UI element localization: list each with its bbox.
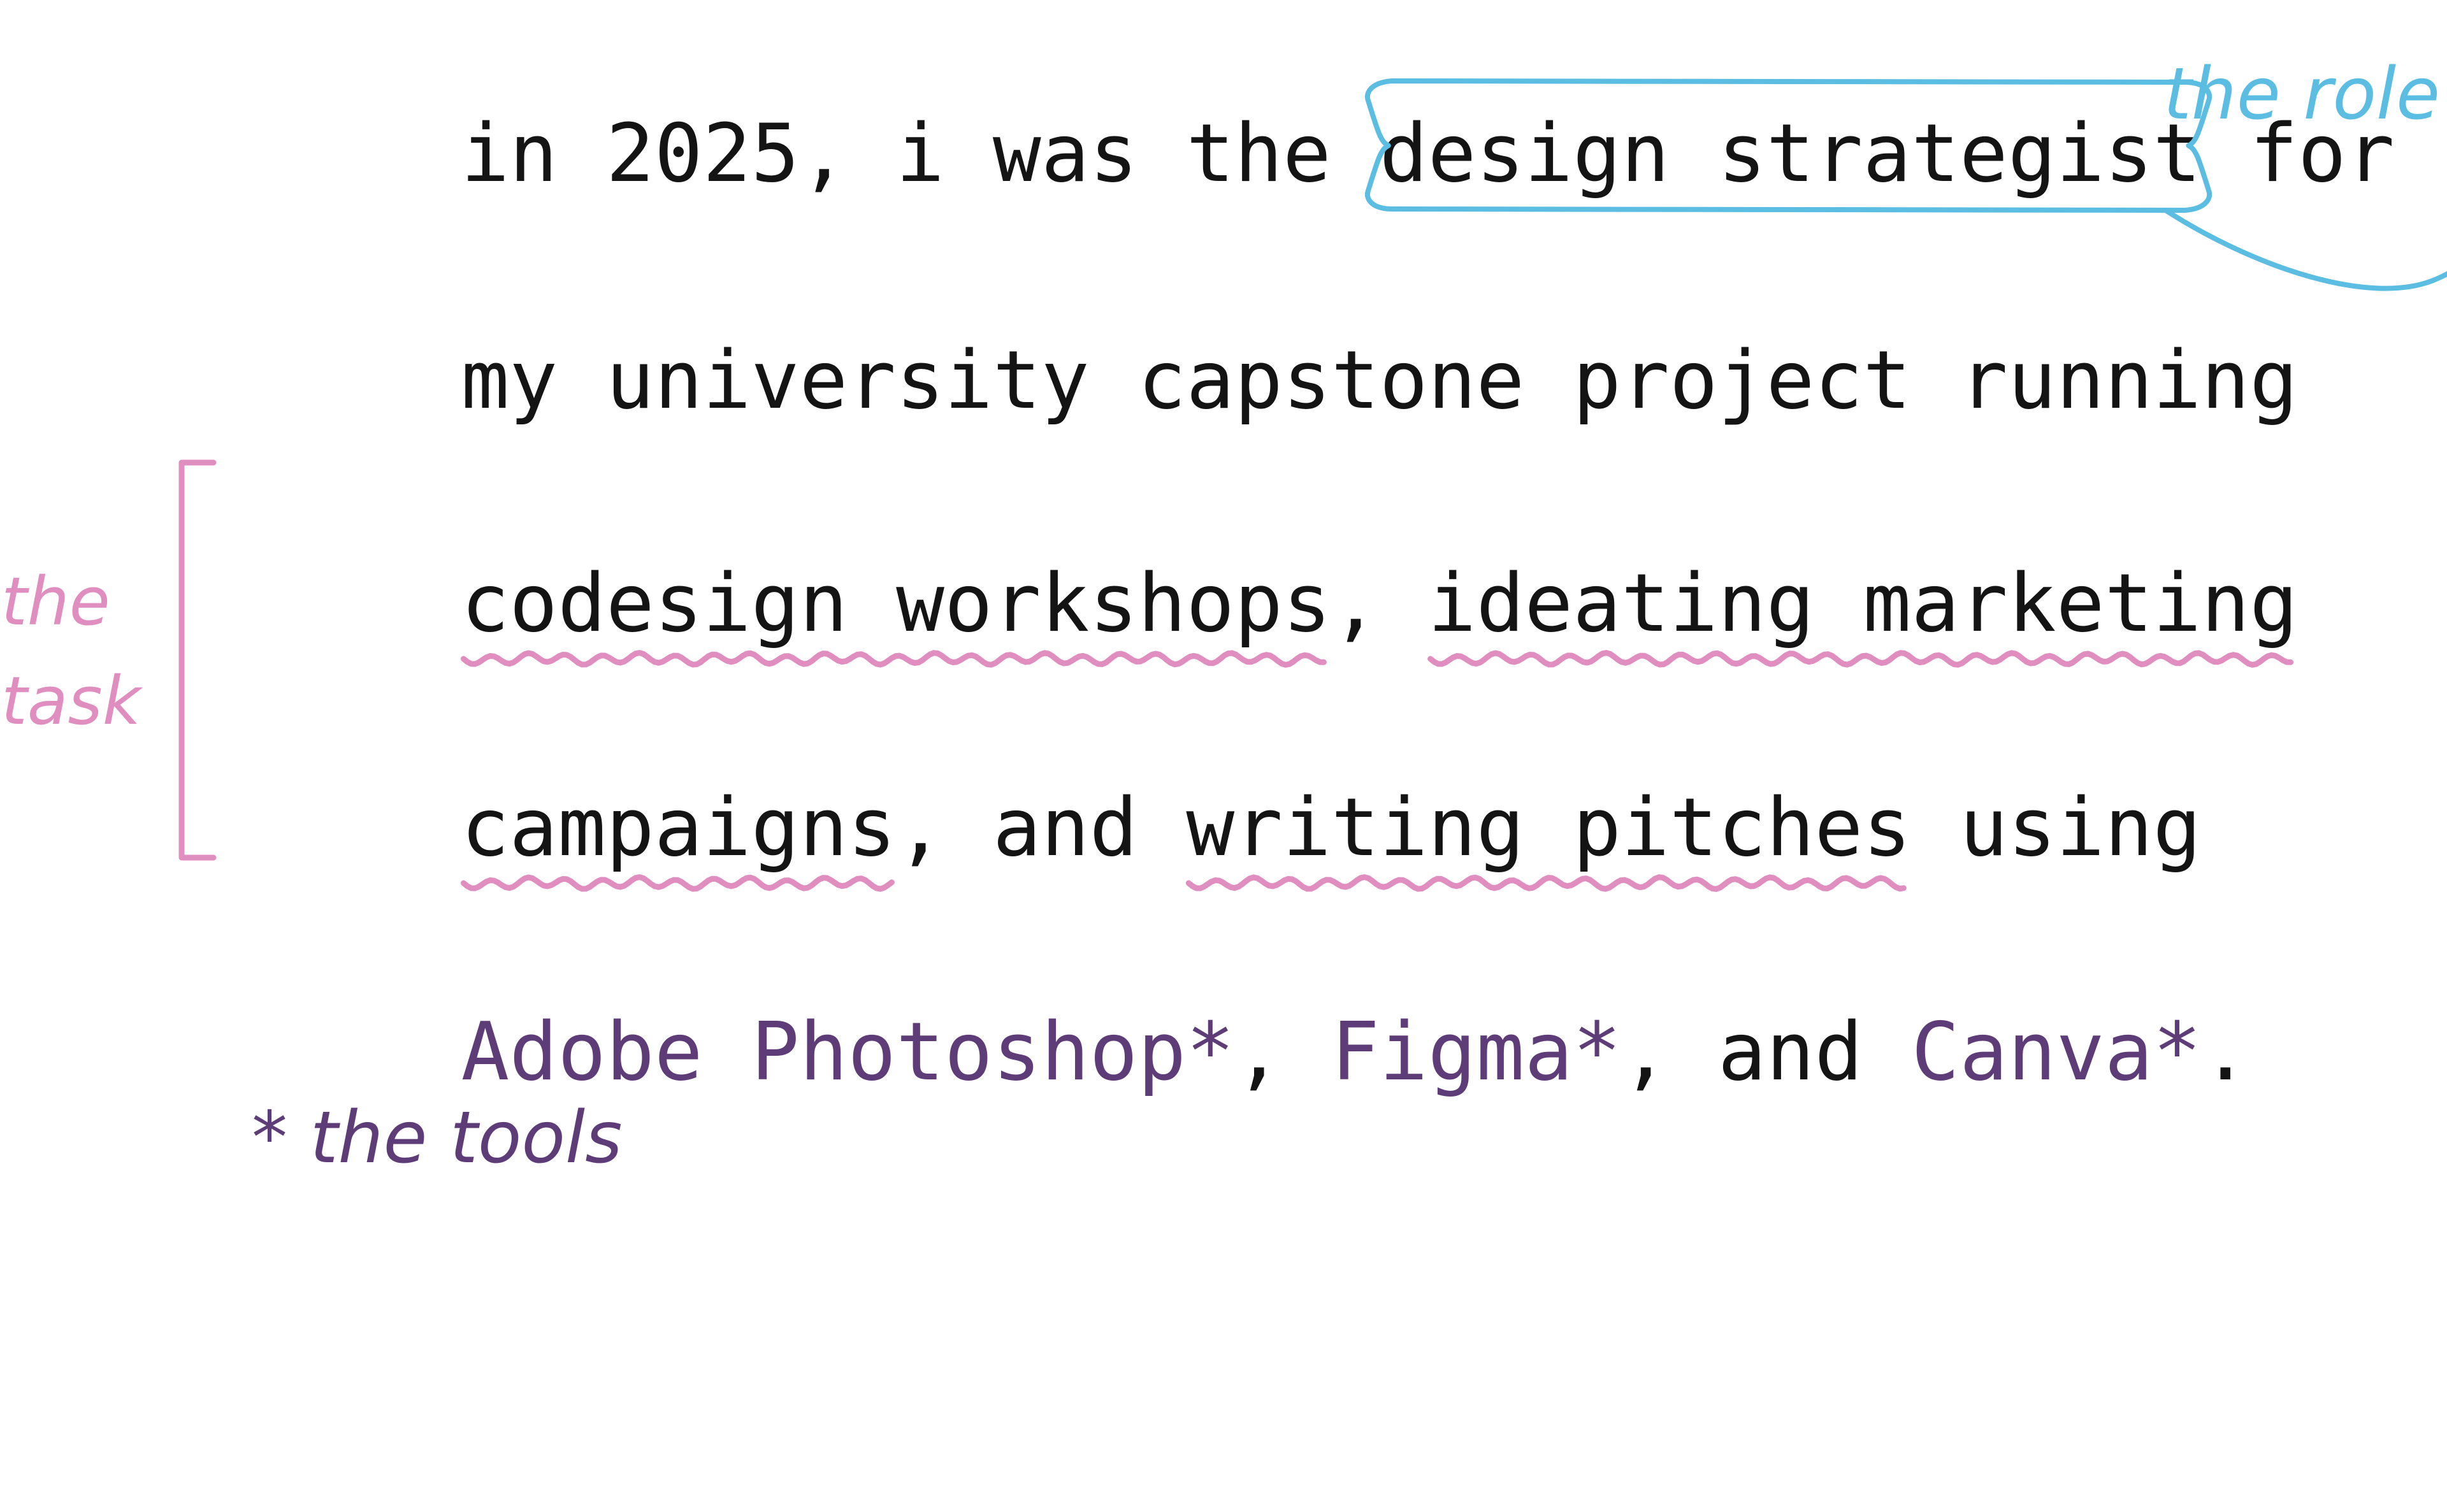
paragraph-line-1: in 2025, i was the design strategist for xyxy=(268,33,2395,274)
line5-comma-1: , xyxy=(1234,1005,1331,1098)
task-phrase-codesign-workshops: codesign workshops xyxy=(461,556,1331,650)
role-annotation-label: the role xyxy=(2163,53,2440,136)
line1-intro: in 2025, i was the xyxy=(461,106,1380,200)
line5-period: . xyxy=(2201,1005,2250,1098)
line4-using: using xyxy=(1911,781,2202,874)
tool-figma: Figma* xyxy=(1331,1005,1622,1098)
line5-and: , and xyxy=(1621,1005,1912,1098)
role-phrase: design strategist xyxy=(1379,106,2202,200)
paragraph-line-5: Adobe Photoshop*, Figma*, and Canva*. xyxy=(268,932,2249,1172)
paragraph-line-3: codesign workshops, ideating marketing xyxy=(268,483,2298,724)
task-phrase-ideating-marketing: ideating marketing xyxy=(1427,556,2299,650)
task-bracket xyxy=(178,459,217,861)
line4-and: , and xyxy=(896,781,1187,874)
task-phrase-writing-pitches: writing pitches xyxy=(1186,781,1912,874)
paragraph-line-2: my university capstone project running xyxy=(268,260,2298,501)
line3-separator: , xyxy=(1331,556,1428,650)
task-phrase-campaigns: campaigns xyxy=(461,781,897,874)
tools-footnote: * the tools xyxy=(252,1097,623,1179)
task-annotation-label-line1: the xyxy=(1,563,110,640)
line2-text: my university capstone project running xyxy=(461,333,2299,427)
task-annotation-label-line2: task xyxy=(1,662,141,740)
tool-adobe-photoshop: Adobe Photoshop* xyxy=(461,1005,1235,1098)
paragraph-line-4: campaigns, and writing pitches using xyxy=(268,707,2201,948)
line1-outro: for xyxy=(2201,106,2395,200)
tool-canva: Canva* xyxy=(1911,1005,2202,1098)
